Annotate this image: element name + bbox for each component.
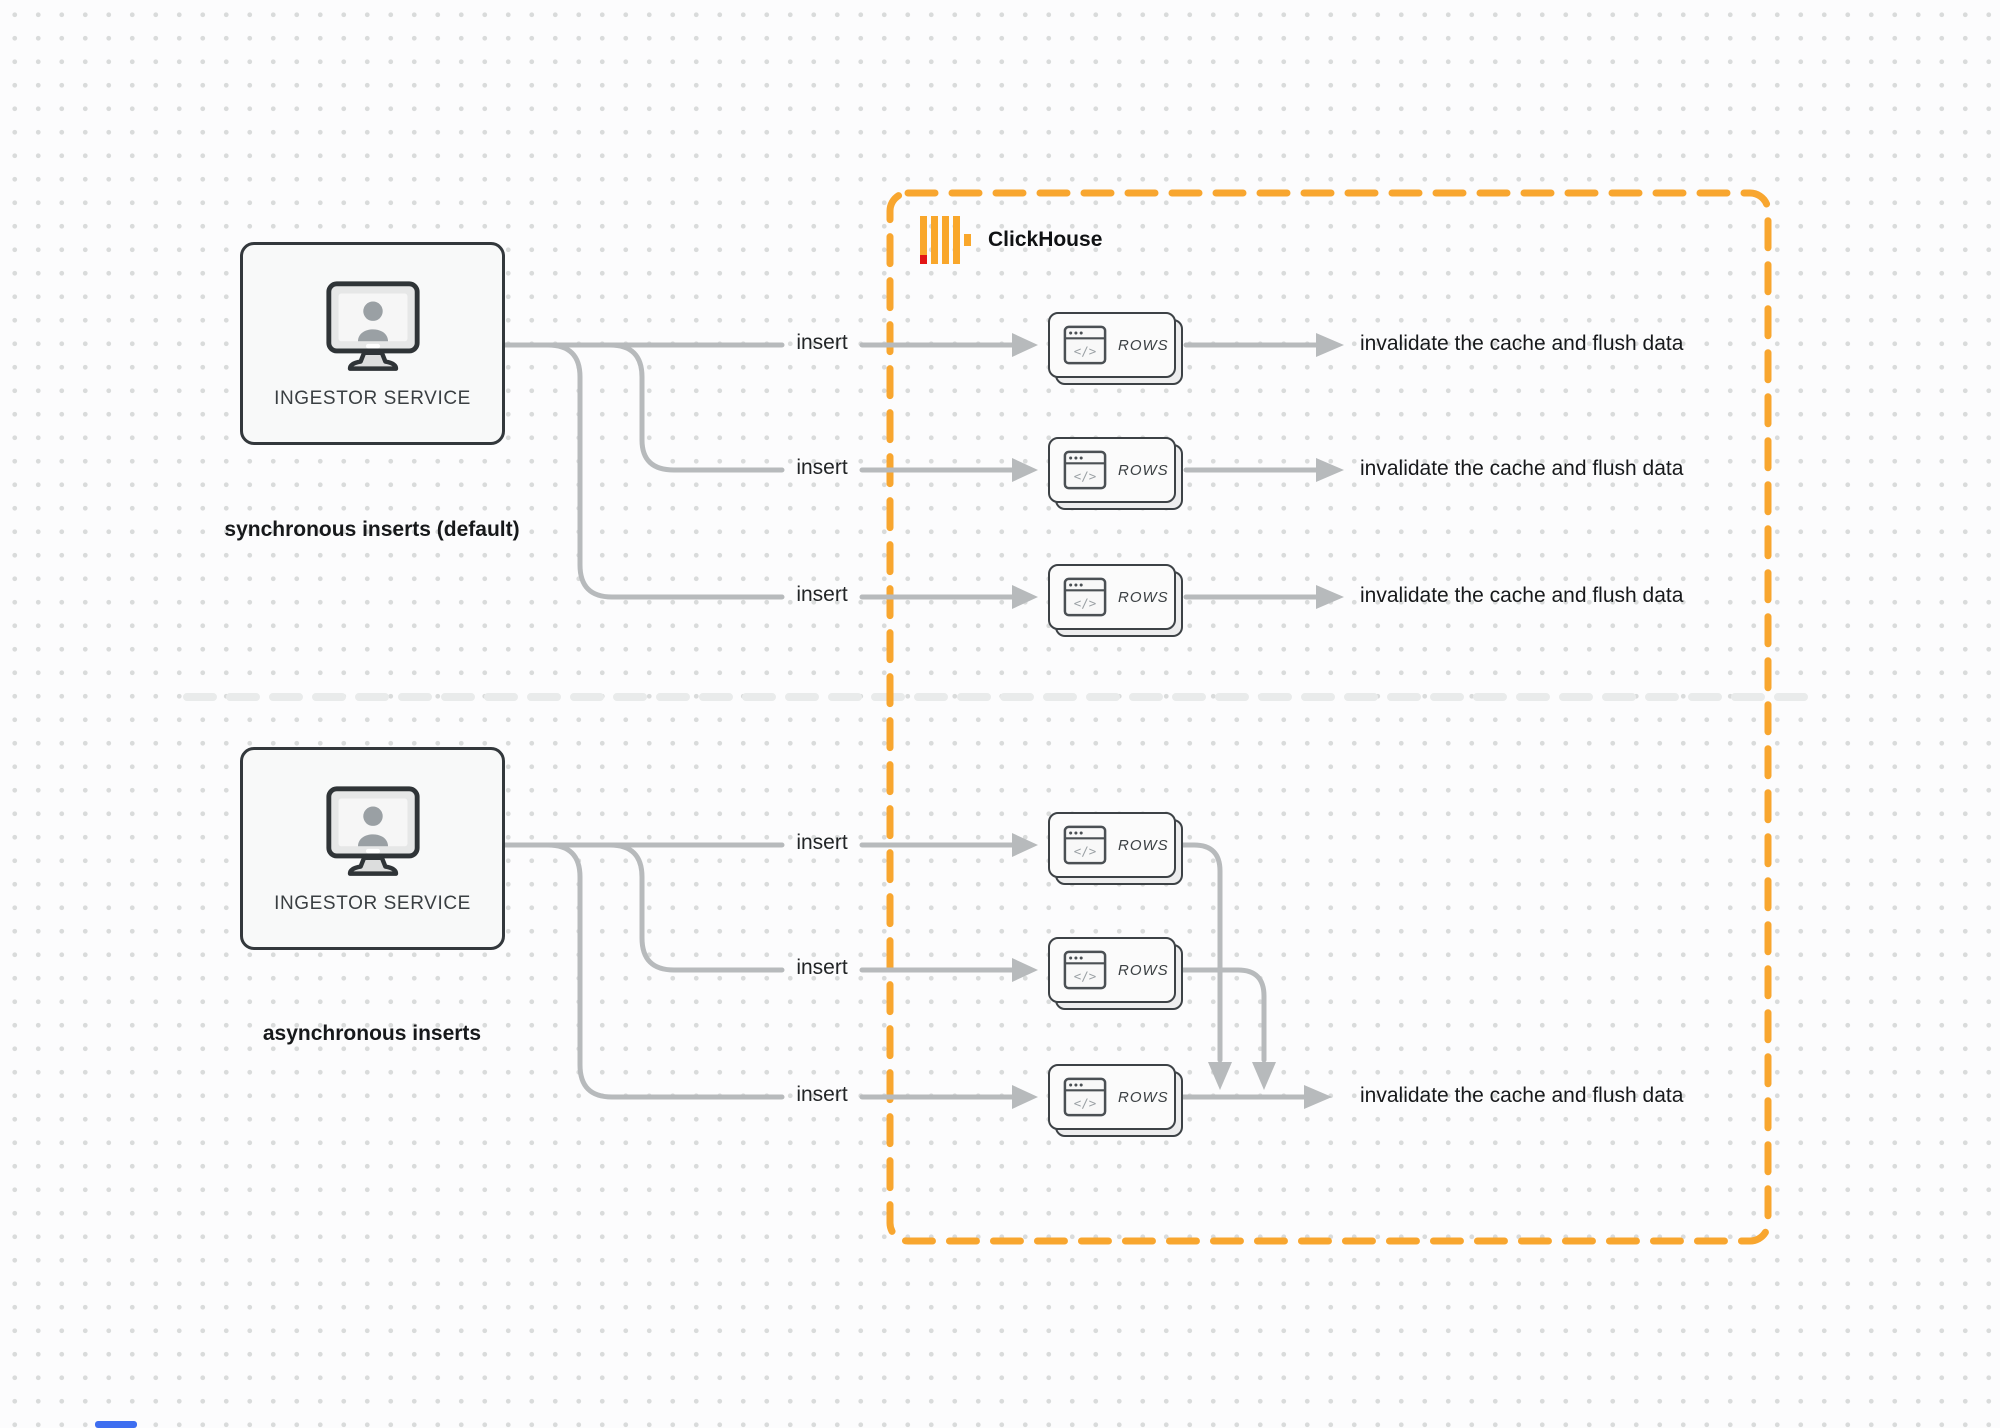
insert-label: insert — [796, 831, 848, 854]
arrowhead-right-icon — [1304, 1085, 1332, 1109]
sync-section-caption: synchronous inserts (default) — [224, 518, 520, 541]
sync-branch-to-row3 — [545, 342, 785, 600]
arrowhead-right-icon — [1316, 585, 1344, 609]
result-label: invalidate the cache and flush data — [1360, 332, 1684, 355]
async-section-caption: asynchronous inserts — [262, 1022, 482, 1045]
rows-table-card: </> ROWS — [1048, 1064, 1183, 1137]
arrowhead-right-icon — [1012, 833, 1038, 857]
result-label: invalidate the cache and flush data — [1360, 1084, 1684, 1107]
clickhouse-boundary-box — [886, 189, 1772, 1245]
rows-table-card: </> ROWS — [1048, 937, 1183, 1010]
async-converge-from-row2 — [1180, 967, 1267, 1063]
arrowhead-down-icon — [1208, 1062, 1232, 1090]
rows-label: ROWS — [1118, 588, 1169, 606]
rows-label: ROWS — [1118, 836, 1169, 854]
code-window-icon: </> — [1063, 1077, 1107, 1117]
arrowhead-down-icon — [1252, 1062, 1276, 1090]
arrowhead-right-icon — [1012, 333, 1038, 357]
code-window-icon: </> — [1063, 577, 1107, 617]
rows-table-card: </> ROWS — [1048, 437, 1183, 510]
code-window-icon: </> — [1063, 950, 1107, 990]
async-converge-from-row1 — [1180, 842, 1223, 1063]
ingestor-service-box-sync: INGESTOR SERVICE — [240, 242, 505, 445]
arrowhead-right-icon — [1012, 458, 1038, 482]
rows-table-card: </> ROWS — [1048, 312, 1183, 385]
ingestor-service-label: INGESTOR SERVICE — [274, 387, 471, 409]
svg-text:</>: </> — [1074, 596, 1096, 611]
arrowhead-right-icon — [1012, 958, 1038, 982]
clickhouse-header: ClickHouse — [920, 214, 1102, 266]
svg-text:</>: </> — [1074, 469, 1096, 484]
sync-connectors — [502, 333, 1344, 609]
insert-label: insert — [796, 1083, 848, 1106]
bottom-edge-blue-artifact — [95, 1421, 137, 1428]
code-window-icon: </> — [1063, 450, 1107, 490]
insert-label: insert — [796, 583, 848, 606]
async-branch-to-row3 — [545, 842, 785, 1100]
monitor-user-icon — [325, 280, 420, 371]
svg-text:</>: </> — [1074, 969, 1096, 984]
rows-label: ROWS — [1118, 461, 1169, 479]
rows-label: ROWS — [1118, 1088, 1169, 1106]
result-label: invalidate the cache and flush data — [1360, 584, 1684, 607]
rows-label: ROWS — [1118, 961, 1169, 979]
arrowhead-right-icon — [1316, 458, 1344, 482]
result-label: invalidate the cache and flush data — [1360, 457, 1684, 480]
async-branch-to-row2 — [607, 842, 785, 973]
ingestor-service-label: INGESTOR SERVICE — [274, 892, 471, 914]
clickhouse-label: ClickHouse — [988, 228, 1103, 251]
rows-table-card: </> ROWS — [1048, 812, 1183, 885]
arrowhead-right-icon — [1012, 1085, 1038, 1109]
rows-table-card: </> ROWS — [1048, 564, 1183, 637]
svg-text:</>: </> — [1074, 1096, 1096, 1111]
insert-label: insert — [796, 456, 848, 479]
ingestor-service-box-async: INGESTOR SERVICE — [240, 747, 505, 950]
arrowhead-right-icon — [1316, 333, 1344, 357]
monitor-user-icon — [325, 785, 420, 876]
insert-label: insert — [796, 331, 848, 354]
clickhouse-bars-icon — [920, 216, 971, 264]
svg-text:</>: </> — [1074, 844, 1096, 859]
code-window-icon: </> — [1063, 825, 1107, 865]
code-window-icon: </> — [1063, 325, 1107, 365]
insert-label: insert — [796, 956, 848, 979]
svg-text:</>: </> — [1074, 344, 1096, 359]
async-connectors — [502, 833, 1332, 1109]
arrowhead-right-icon — [1012, 585, 1038, 609]
sync-branch-to-row2 — [607, 342, 785, 473]
rows-label: ROWS — [1118, 336, 1169, 354]
